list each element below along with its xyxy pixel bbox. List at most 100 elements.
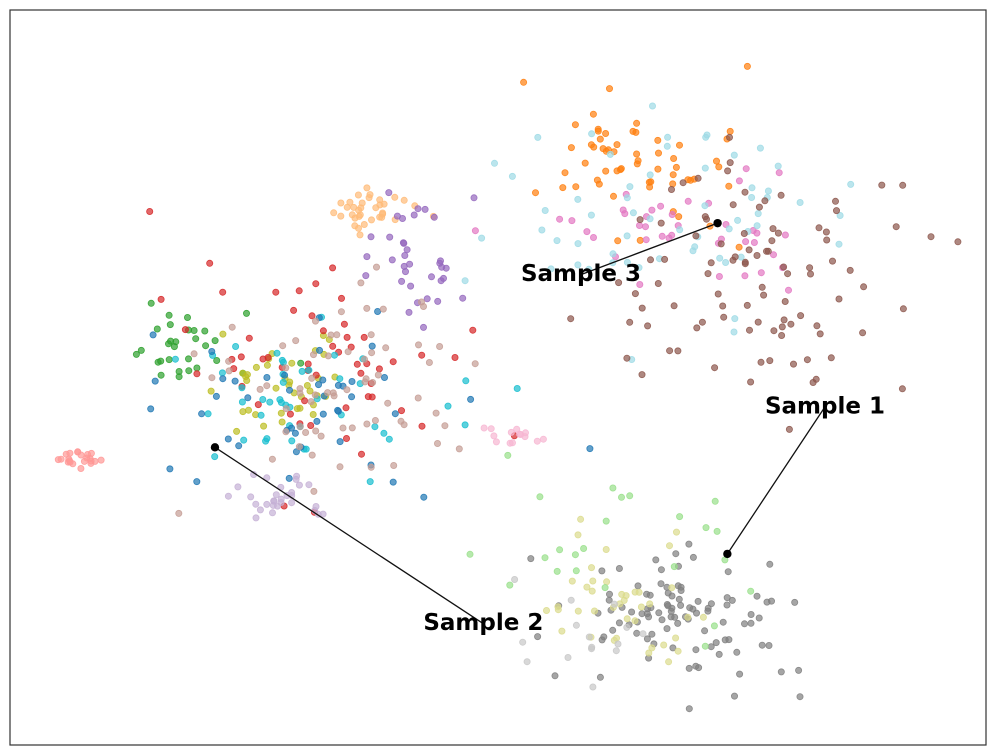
- data-point: [343, 333, 351, 341]
- data-point: [307, 421, 315, 429]
- data-point: [309, 351, 317, 359]
- data-point: [147, 405, 155, 413]
- data-point: [516, 430, 524, 438]
- data-point: [218, 369, 226, 377]
- data-point: [741, 620, 749, 628]
- data-point: [233, 427, 241, 435]
- data-point: [803, 356, 811, 364]
- data-point: [508, 172, 516, 180]
- data-point: [677, 601, 685, 609]
- data-point: [668, 231, 676, 239]
- data-point: [541, 206, 549, 214]
- data-point: [420, 493, 428, 501]
- data-point: [228, 323, 236, 331]
- data-point: [663, 601, 671, 609]
- data-point: [519, 638, 527, 646]
- data-point: [757, 358, 765, 366]
- data-point: [614, 640, 622, 648]
- data-point: [256, 385, 264, 393]
- data-point: [357, 450, 365, 458]
- data-point: [470, 194, 478, 202]
- data-point: [777, 191, 785, 199]
- data-point: [374, 307, 382, 315]
- data-point: [715, 272, 723, 280]
- data-point: [829, 257, 837, 265]
- data-point: [594, 127, 602, 135]
- data-point: [615, 565, 623, 573]
- data-point: [62, 450, 70, 458]
- data-point: [711, 497, 719, 505]
- data-point: [363, 253, 371, 261]
- data-point: [378, 213, 386, 221]
- data-point: [676, 513, 684, 521]
- data-point: [642, 223, 650, 231]
- data-point: [430, 213, 438, 221]
- data-point: [231, 377, 239, 385]
- data-point: [612, 647, 620, 655]
- data-point: [645, 178, 653, 186]
- data-point: [97, 456, 105, 464]
- data-point: [286, 410, 294, 418]
- data-point: [362, 375, 370, 383]
- data-point: [677, 583, 685, 591]
- data-point: [277, 398, 285, 406]
- data-point: [702, 133, 710, 141]
- data-point: [743, 301, 751, 309]
- data-point: [676, 141, 684, 149]
- data-point: [466, 550, 474, 558]
- data-point: [234, 483, 242, 491]
- data-point: [348, 393, 356, 401]
- data-point: [672, 634, 680, 642]
- data-point: [603, 578, 611, 586]
- data-point: [147, 299, 155, 307]
- data-point: [371, 416, 379, 424]
- data-point: [153, 325, 161, 333]
- data-point: [364, 393, 372, 401]
- data-point: [363, 184, 371, 192]
- data-point: [298, 367, 306, 375]
- data-point: [406, 260, 414, 268]
- data-point: [348, 211, 356, 219]
- data-point: [754, 318, 762, 326]
- data-point: [296, 385, 304, 393]
- data-point: [743, 62, 751, 70]
- data-point: [580, 545, 588, 553]
- data-point: [421, 205, 429, 213]
- data-point: [208, 374, 216, 382]
- data-point: [290, 306, 298, 314]
- data-point: [520, 78, 528, 86]
- data-point: [252, 500, 260, 508]
- data-point: [291, 429, 299, 437]
- data-point: [532, 189, 540, 197]
- data-point: [735, 243, 743, 251]
- data-point: [586, 445, 594, 453]
- data-point: [319, 376, 327, 384]
- data-point: [436, 342, 444, 350]
- data-point: [91, 457, 99, 465]
- data-point: [791, 598, 799, 606]
- data-point: [648, 206, 656, 214]
- data-point: [201, 327, 209, 335]
- data-point: [832, 197, 840, 205]
- data-point: [247, 493, 255, 501]
- data-point: [296, 404, 304, 412]
- data-point: [264, 353, 272, 361]
- data-point: [687, 176, 695, 184]
- data-point: [543, 607, 551, 615]
- data-point: [239, 408, 247, 416]
- data-point: [146, 207, 154, 215]
- data-point: [652, 556, 660, 564]
- data-point: [685, 664, 693, 672]
- data-point: [619, 206, 627, 214]
- data-point: [490, 432, 498, 440]
- data-point: [314, 381, 322, 389]
- data-point: [636, 221, 644, 229]
- data-point: [631, 290, 639, 298]
- data-point: [724, 167, 732, 175]
- data-point: [354, 191, 362, 199]
- data-point: [734, 216, 742, 224]
- data-point: [547, 265, 555, 273]
- data-point: [613, 167, 621, 175]
- data-point: [765, 642, 773, 650]
- data-point: [574, 261, 582, 269]
